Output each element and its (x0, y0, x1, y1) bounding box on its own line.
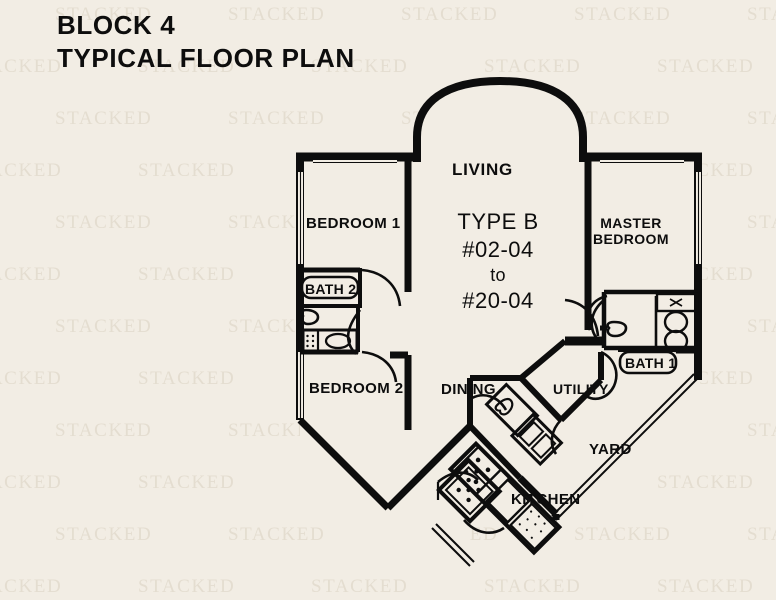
room-label-living: LIVING (452, 160, 513, 179)
room-label-bedroom1: BEDROOM 1 (306, 215, 401, 232)
master-bedroom-right-window (696, 172, 701, 264)
room-label-bath2: BATH 2 (305, 281, 357, 297)
utility-yard-walls (518, 338, 699, 521)
room-label-yard: YARD (589, 441, 632, 458)
unit-type: TYPE B (457, 209, 539, 234)
unit-range-connector: to (490, 264, 506, 285)
floor-fill (300, 78, 700, 560)
master-label-line2: BEDROOM (593, 231, 669, 248)
unit-type-block: TYPE B #02-04 to #20-04 (438, 208, 558, 315)
room-label-kitchen: KITCHEN (511, 491, 581, 508)
bedroom2-window (298, 352, 303, 418)
master-label-line1: MASTER (600, 215, 662, 231)
page-title: BLOCK 4 TYPICAL FLOOR PLAN (57, 9, 355, 74)
room-label-bath1: BATH 1 (625, 355, 677, 371)
left-wing-door-swings (346, 268, 402, 383)
room-label-master-bedroom: MASTER BEDROOM (593, 215, 669, 247)
bath2-walls (298, 268, 362, 355)
room-label-dining: DINING (441, 381, 496, 398)
master-bedroom-window (600, 160, 684, 165)
room-label-bedroom2: BEDROOM 2 (309, 380, 404, 397)
bedroom1-window (313, 160, 397, 165)
living-room-walls (413, 76, 587, 162)
master-door-swing (564, 298, 605, 341)
dining-kitchen-walls (431, 375, 564, 567)
unit-end: #20-04 (462, 288, 534, 314)
title-line-plan: TYPICAL FLOOR PLAN (57, 42, 355, 73)
room-label-utility: UTILITY (553, 381, 609, 397)
bath1-walls (586, 289, 702, 378)
bedroom1-left-window (298, 172, 303, 264)
title-line-block: BLOCK 4 (57, 10, 176, 40)
unit-start: #02-04 (462, 236, 534, 262)
